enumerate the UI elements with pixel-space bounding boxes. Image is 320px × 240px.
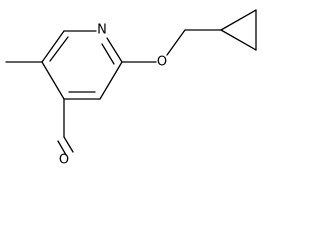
bond-n-c2 bbox=[106, 37, 123, 63]
cyclopropylmethoxy-group bbox=[121, 9, 257, 63]
bond-co-single bbox=[63, 136, 74, 153]
bond-o-ch2 bbox=[166, 29, 186, 56]
ether-oxygen-label: O bbox=[157, 55, 167, 70]
bond-c5-c6 bbox=[41, 30, 65, 63]
nitrogen-label: N bbox=[97, 23, 107, 38]
bond-co-double bbox=[57, 140, 67, 156]
chemical-structure: N O O bbox=[5, 9, 257, 168]
aldehyde-oxygen-label: O bbox=[59, 153, 69, 168]
pyridine-ring bbox=[41, 30, 123, 100]
bond-c5-c6-double bbox=[49, 36, 69, 62]
bond-n-c2-double bbox=[101, 43, 115, 65]
aldehyde-group bbox=[57, 98, 74, 156]
bond-cp-a bbox=[220, 9, 257, 31]
bond-c2-c3 bbox=[99, 61, 123, 100]
bond-c4-c5 bbox=[41, 61, 65, 100]
bond-cp-c bbox=[220, 29, 257, 51]
